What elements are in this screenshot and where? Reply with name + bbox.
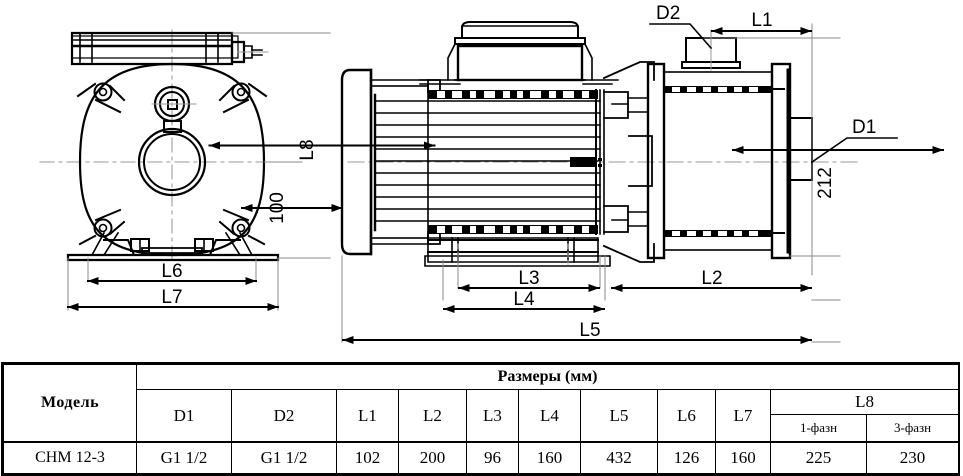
cell-l3: 96 <box>466 441 519 474</box>
dim-label-l4: L4 <box>513 289 535 310</box>
cell-l8-3phase: 230 <box>865 441 960 474</box>
table-header-row-2: D1 D2 L1 L2 L3 L4 L5 L6 L7 L8 <box>4 389 960 443</box>
header-l2: L2 <box>398 389 467 443</box>
header-l6: L6 <box>657 389 716 443</box>
header-l5: L5 <box>580 389 658 443</box>
dim-label-d1: D1 <box>852 117 876 138</box>
front-bolt-bosses <box>76 82 268 246</box>
header-l8: L8 <box>769 389 960 415</box>
table-header-row-3: 1-фазн 3-фазн <box>4 414 960 443</box>
side-terminal-box <box>419 21 619 85</box>
header-l8-3phase: 3-фазн <box>865 414 960 443</box>
dim-label-l8: L8 <box>297 139 318 160</box>
front-extension-lines <box>67 32 331 311</box>
technical-drawing: L8 100 L6 L7 <box>39 3 944 344</box>
cell-l5: 432 <box>580 441 658 474</box>
front-view: L8 100 L6 L7 <box>39 29 436 311</box>
header-dimensions-group: Размеры (мм) <box>135 364 960 390</box>
dim-label-l1: L1 <box>751 10 772 31</box>
header-d1: D1 <box>136 389 232 443</box>
dim-label-l2: L2 <box>701 268 722 289</box>
cell-l8-1phase: 225 <box>770 441 867 474</box>
dimensions-table: Модель Размеры (мм) D1 D2 L1 L2 L3 L4 L5… <box>1 362 960 476</box>
leader-d2 <box>649 23 713 50</box>
side-view: D2 D1 L1 212 L3 L4 L2 L5 <box>340 3 944 344</box>
front-center-flange <box>137 127 207 197</box>
dim-label-l6: L6 <box>161 261 182 282</box>
header-l8-1phase: 1-фазн <box>770 414 867 443</box>
header-model: Модель <box>3 364 137 443</box>
front-base-feet <box>66 231 280 262</box>
dim-label-l5: L5 <box>579 320 600 341</box>
cell-l6: 126 <box>657 441 716 474</box>
dim-label-212: 212 <box>815 167 836 199</box>
header-l7: L7 <box>715 389 771 443</box>
header-l4: L4 <box>518 389 581 443</box>
leader-d1 <box>810 137 898 164</box>
cell-model: CHM 12-3 <box>3 441 137 474</box>
header-l1: L1 <box>336 389 399 443</box>
motor-feet <box>424 237 611 269</box>
front-centerline <box>39 29 291 263</box>
dim-label-d2: D2 <box>656 3 680 24</box>
dim-label-100: 100 <box>267 192 288 224</box>
table-row: CHM 12-3 G1 1/2 G1 1/2 102 200 96 160 43… <box>3 441 960 474</box>
cell-l7: 160 <box>715 441 771 474</box>
header-d2: D2 <box>231 389 337 443</box>
cell-l4: 160 <box>518 441 581 474</box>
dim-label-l3: L3 <box>518 268 539 289</box>
dim-label-l7: L7 <box>161 287 182 308</box>
header-l3: L3 <box>466 389 519 443</box>
cell-d2: G1 1/2 <box>231 441 337 474</box>
table-header-row-1: Модель Размеры (мм) <box>3 364 960 443</box>
pump-body <box>646 37 813 260</box>
motor-fan-cover <box>340 68 373 256</box>
front-upper-port <box>151 85 197 133</box>
cell-d1: G1 1/2 <box>136 441 232 474</box>
cell-l2: 200 <box>398 441 467 474</box>
front-terminal-box <box>70 31 269 66</box>
motor-housing <box>370 79 605 245</box>
drawing-canvas: L8 100 L6 L7 <box>39 3 944 344</box>
cell-l1: 102 <box>336 441 399 474</box>
